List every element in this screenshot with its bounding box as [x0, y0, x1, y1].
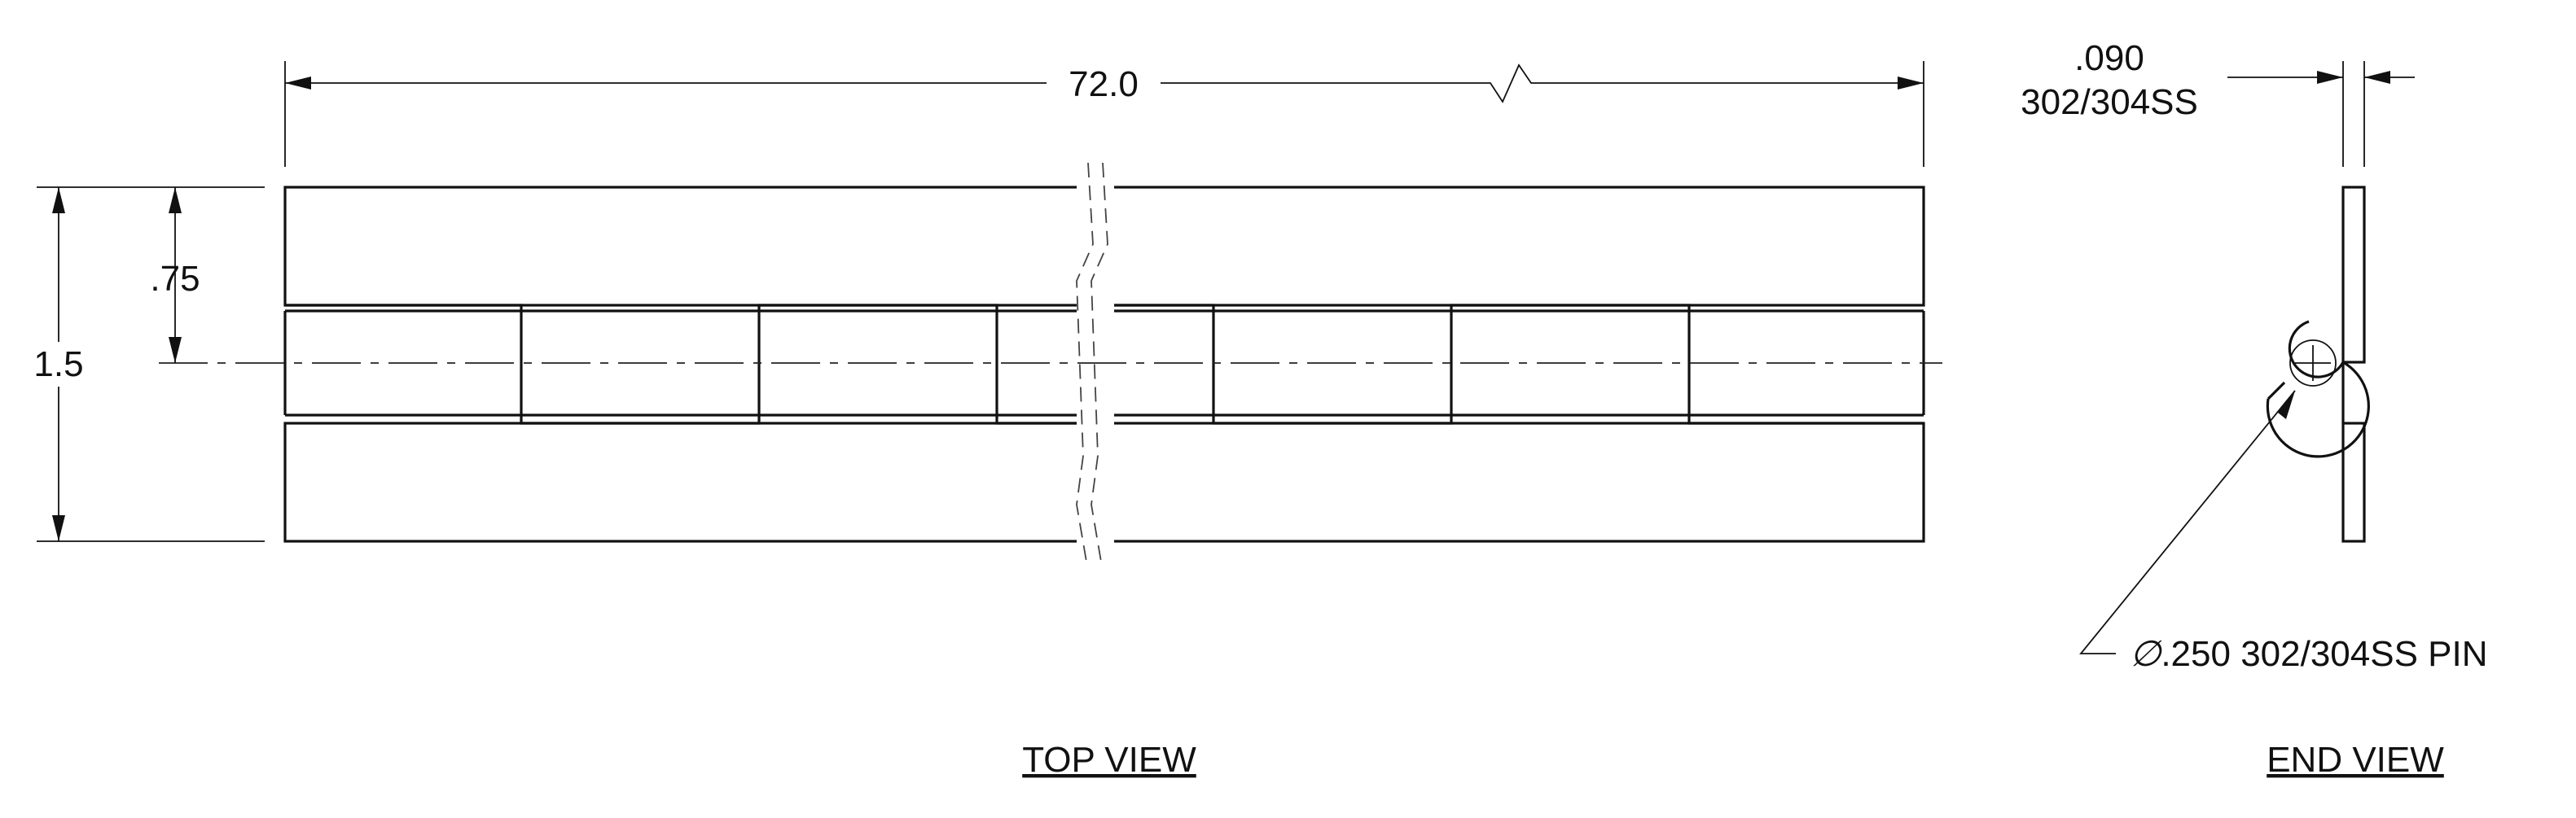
- end-leaf-upper: [2341, 186, 2366, 364]
- length-arrow-left: [285, 77, 311, 90]
- half-width-dimension: .75: [150, 259, 200, 299]
- half-width-arrow-top: [169, 187, 182, 213]
- pin-callout: ∅.250 302/304SS PIN: [2130, 634, 2488, 674]
- width-arrow-bottom: [52, 515, 65, 541]
- knuckle-outline-right: [1095, 304, 1924, 425]
- pin-leader-arrow: [2278, 391, 2295, 419]
- knuckle-curl-inner: [2288, 320, 2345, 378]
- length-dimension: 72.0: [1069, 64, 1139, 104]
- break-mask: [1077, 175, 1114, 558]
- knuckle-curl-end: [2267, 381, 2286, 400]
- length-arrow-right: [1898, 77, 1924, 90]
- diameter-symbol: ∅: [2130, 634, 2162, 674]
- end-leaf-lower: [2341, 422, 2366, 543]
- top-view: 72.0 .75 1.5 TOP VIEW: [33, 61, 1942, 780]
- break-line-left: [1076, 162, 1094, 562]
- thickness-arrow-right: [2364, 71, 2390, 84]
- width-arrow-top: [52, 187, 65, 213]
- width-dimension: 1.5: [33, 344, 83, 384]
- thickness-value: .090: [2074, 38, 2144, 78]
- thickness-material: 302/304SS: [2021, 82, 2198, 122]
- hinge-pin: [2289, 339, 2337, 387]
- end-view-title: END VIEW: [2267, 740, 2444, 780]
- length-dim-line-right: [1161, 63, 1924, 103]
- half-width-arrow-bottom: [169, 337, 182, 363]
- knuckle-outline: [285, 304, 1095, 425]
- thickness-arrow-left: [2317, 71, 2343, 84]
- top-view-title: TOP VIEW: [1022, 740, 1196, 780]
- end-view: .090 302/304SS ∅.250 302/304SS PIN END V…: [2021, 38, 2487, 780]
- pin-leader: [2079, 390, 2296, 654]
- pin-callout-text: .250 302/304SS PIN: [2161, 634, 2487, 674]
- knuckle-curl: [2266, 361, 2370, 458]
- break-line-right: [1091, 162, 1108, 562]
